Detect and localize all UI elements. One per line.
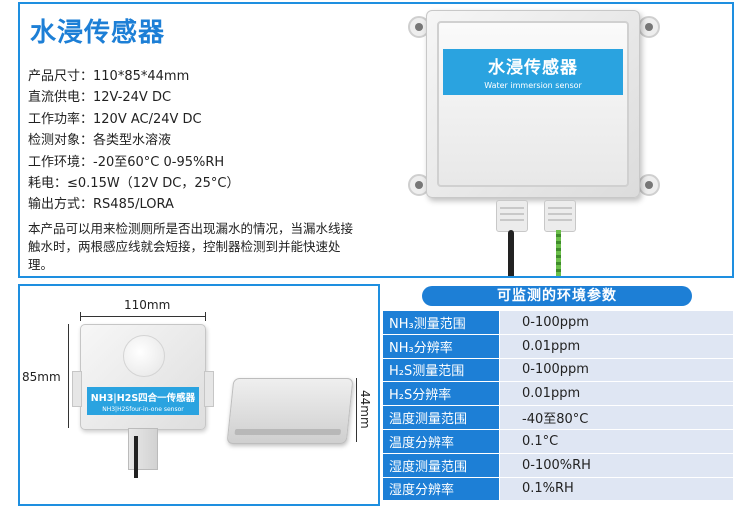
spec-item: 输出方式：RS485/LORA bbox=[28, 194, 358, 215]
param-name: H₂S测量范围 bbox=[382, 357, 500, 383]
spec-label: 输出方式： bbox=[28, 197, 94, 213]
probe-cable bbox=[134, 436, 138, 478]
product-description: 本产品可以用来检测厕所是否出现漏水的情况，当漏水线接触水时，两根感应线就会短接，… bbox=[28, 221, 354, 272]
spec-label: 工作功率： bbox=[28, 111, 94, 127]
param-value: 0.01ppm bbox=[499, 333, 734, 359]
dimension-line bbox=[80, 316, 206, 317]
dimension-height: 85mm bbox=[22, 370, 61, 384]
spec-value: -20至60°C 0-95%RH bbox=[93, 154, 225, 170]
dimension-width: 110mm bbox=[124, 298, 171, 312]
params-title: 可监测的环境参数 bbox=[422, 286, 692, 306]
device-label-en: Water immersion sensor bbox=[484, 81, 582, 90]
param-name: 温度分辨率 bbox=[382, 428, 500, 454]
spec-list: 产品尺寸：110*85*44mm 直流供电：12V-24V DC 工作功率：12… bbox=[28, 66, 358, 216]
cable-gland-icon bbox=[496, 200, 528, 232]
param-name: 温度测量范围 bbox=[382, 405, 500, 430]
power-cable bbox=[508, 230, 514, 276]
spec-label: 耗电： bbox=[28, 176, 68, 192]
param-value: -40至80°C bbox=[499, 405, 734, 430]
spec-label: 直流供电： bbox=[28, 90, 94, 106]
table-row: 温度测量范围-40至80°C bbox=[382, 405, 734, 430]
param-name: 湿度分辨率 bbox=[382, 476, 500, 502]
spec-label: 检测对象： bbox=[28, 133, 94, 149]
side-view-photo bbox=[226, 378, 354, 444]
spec-item: 检测对象：各类型水溶液 bbox=[28, 130, 358, 151]
water-sensor-photo: 水浸传感器 Water immersion sensor bbox=[406, 4, 662, 276]
spec-value: RS485/LORA bbox=[93, 197, 174, 213]
param-value: 0.1%RH bbox=[499, 476, 734, 502]
mount-ear bbox=[72, 371, 82, 407]
device-label: 水浸传感器 Water immersion sensor bbox=[443, 49, 623, 95]
sensor2-label-cn: NH3|H2S四合一传感器 bbox=[90, 393, 196, 404]
spec-label: 产品尺寸： bbox=[28, 69, 94, 84]
sensor-enclosure: 水浸传感器 Water immersion sensor bbox=[426, 10, 640, 198]
param-name: 湿度测量范围 bbox=[382, 452, 500, 478]
mount-hole-icon bbox=[638, 16, 660, 38]
sensor2-label-en: NH3|H2Sfour-in-one sensor bbox=[102, 406, 184, 413]
param-value: 0-100ppm bbox=[499, 310, 734, 335]
spec-value: 各类型水溶液 bbox=[93, 133, 172, 149]
spec-item: 工作功率：120V AC/24V DC bbox=[28, 109, 358, 130]
spec-item: 产品尺寸：110*85*44mm bbox=[28, 66, 358, 87]
dimension-line bbox=[68, 324, 69, 428]
page-title: 水浸传感器 bbox=[30, 18, 166, 48]
spec-item: 工作环境：-20至60°C 0-95%RH bbox=[28, 152, 358, 173]
spec-label: 工作环境： bbox=[28, 154, 94, 170]
enclosure-face: 水浸传感器 Water immersion sensor bbox=[437, 21, 629, 187]
sensor-dome bbox=[123, 335, 165, 377]
mount-ear bbox=[204, 371, 214, 407]
dimension-tick bbox=[205, 312, 206, 321]
sensing-wire bbox=[556, 230, 561, 276]
spec-value: ≤0.15W（12V DC，25°C） bbox=[67, 176, 240, 192]
device-label-cn: 水浸传感器 bbox=[488, 58, 578, 78]
spec-value: 12V-24V DC bbox=[93, 90, 172, 106]
dimension-line bbox=[356, 378, 357, 442]
spec-item: 耗电：≤0.15W（12V DC，25°C） bbox=[28, 173, 358, 194]
dimension-panel: 110mm 85mm NH3|H2S四合一传感器 NH3|H2Sfour-in-… bbox=[18, 284, 380, 506]
dimension-tick bbox=[80, 312, 81, 321]
sensor2-label: NH3|H2S四合一传感器 NH3|H2Sfour-in-one sensor bbox=[87, 387, 199, 415]
spec-item: 直流供电：12V-24V DC bbox=[28, 87, 358, 108]
side-slot bbox=[234, 429, 342, 435]
param-value: 0-100%RH bbox=[499, 452, 734, 478]
mount-hole-icon bbox=[638, 174, 660, 196]
spec-value: 110*85*44mm bbox=[93, 69, 190, 84]
param-value: 0-100ppm bbox=[499, 357, 734, 383]
param-name: NH₃分辨率 bbox=[382, 333, 500, 359]
param-name: H₂S分辨率 bbox=[382, 381, 500, 407]
sensor-probe bbox=[128, 428, 158, 470]
dimension-depth: 44mm bbox=[358, 390, 372, 429]
param-value: 0.1°C bbox=[499, 428, 734, 454]
param-name: NH₃测量范围 bbox=[382, 310, 500, 335]
nh3-h2s-sensor-photo: NH3|H2S四合一传感器 NH3|H2Sfour-in-one sensor bbox=[72, 324, 214, 430]
product-intro-panel: 水浸传感器 产品尺寸：110*85*44mm 直流供电：12V-24V DC 工… bbox=[18, 2, 734, 278]
cable-gland-icon bbox=[544, 200, 576, 232]
spec-value: 120V AC/24V DC bbox=[93, 111, 202, 127]
param-value: 0.01ppm bbox=[499, 381, 734, 407]
